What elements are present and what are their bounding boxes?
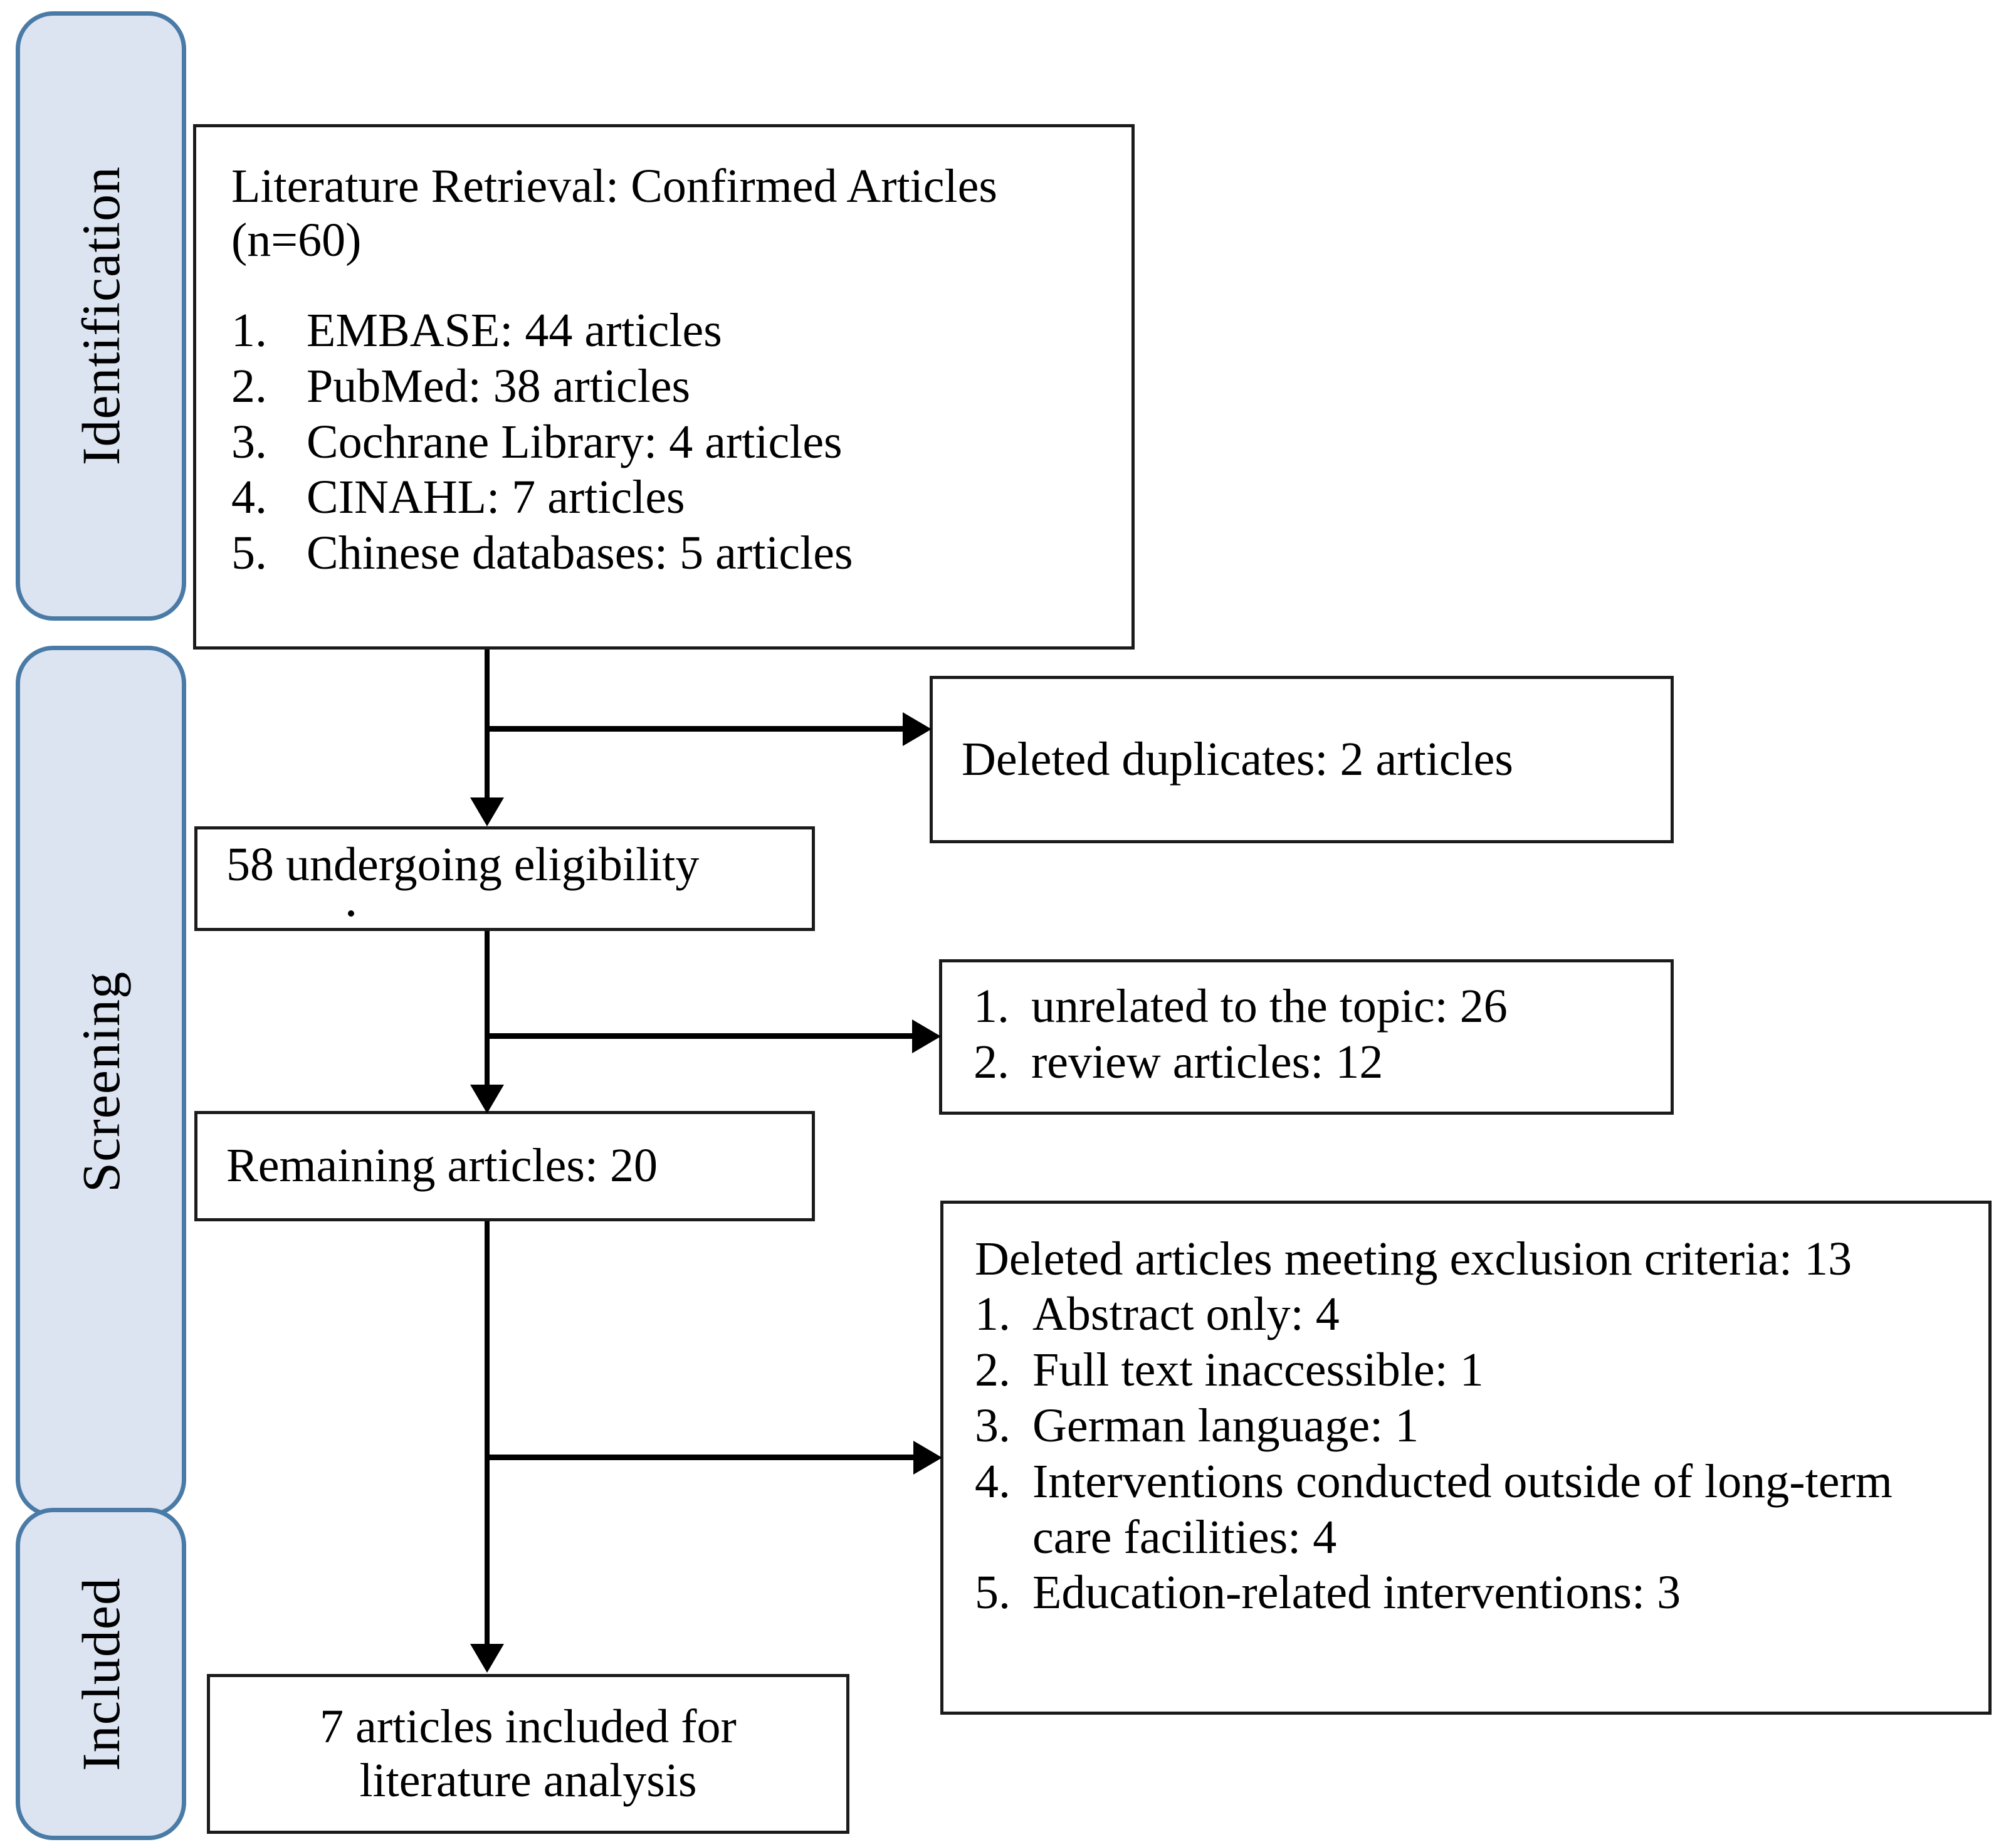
stage-label-screening: Screening — [71, 971, 131, 1192]
included-line2: literature analysis — [359, 1754, 697, 1807]
list-item-text: PubMed: 38 articles — [307, 359, 691, 413]
stage-pill-screening: Screening — [16, 646, 186, 1517]
box-included-articles: 7 articles included for literature analy… — [207, 1674, 849, 1834]
stray-period-mark — [348, 910, 354, 917]
box-exclusion-criteria: Deleted articles meeting exclusion crite… — [940, 1201, 1992, 1715]
connector-remaining-to-exclusion-criteria — [487, 1455, 921, 1460]
stage-pill-identification: Identification — [16, 11, 186, 621]
connector-identification-to-duplicates — [487, 726, 910, 732]
arrowhead-down-remaining — [470, 1085, 504, 1113]
stage-label-identification: Identification — [71, 166, 131, 466]
connector-identification-to-eligibility — [485, 650, 490, 800]
list-item-number: 1. — [231, 303, 267, 357]
eligibility-text: 58 undergoing eligibility — [226, 838, 700, 891]
included-line1: 7 articles included for — [320, 1700, 737, 1753]
list-item-number: 5. — [975, 1566, 1011, 1619]
list-item-text: Interventions conducted outside of long-… — [1032, 1455, 1893, 1564]
list-item-text: review articles: 12 — [1031, 1035, 1383, 1088]
arrowhead-down-eligibility — [470, 797, 504, 826]
arrowhead-down-included — [470, 1644, 504, 1673]
deleted-duplicates-text: Deleted duplicates: 2 articles — [962, 732, 1513, 786]
list-item-number: 3. — [975, 1399, 1011, 1452]
list-item: 4. CINAHL: 7 articles — [231, 470, 1096, 525]
identification-heading-line2: (n=60) — [231, 213, 362, 266]
identification-heading-line1: Literature Retrieval: Confirmed Articles — [231, 160, 997, 213]
list-item-text: German language: 1 — [1032, 1399, 1419, 1452]
list-item-text: Chinese databases: 5 articles — [307, 527, 853, 580]
box-identification: Literature Retrieval: Confirmed Articles… — [193, 124, 1135, 650]
list-item: 1. Abstract only: 4 — [975, 1287, 1970, 1342]
list-item: 3. Cochrane Library: 4 articles — [231, 414, 1096, 470]
box-remaining-articles: Remaining articles: 20 — [194, 1111, 815, 1221]
list-item: 3. German language: 1 — [975, 1398, 1970, 1454]
remaining-articles-text: Remaining articles: 20 — [226, 1139, 658, 1192]
arrowhead-right-exclusion-criteria — [913, 1441, 942, 1475]
list-item-number: 1. — [974, 980, 1009, 1033]
connector-eligibility-to-screening-exclusions — [487, 1033, 920, 1039]
box-eligibility: 58 undergoing eligibility — [194, 826, 815, 931]
list-item: 1. EMBASE: 44 articles — [231, 303, 1096, 359]
box-screening-exclusions: 1. unrelated to the topic: 26 2. review … — [939, 959, 1674, 1115]
list-item: 5. Chinese databases: 5 articles — [231, 525, 1096, 581]
list-item: 4. Interventions conducted outside of lo… — [975, 1454, 1970, 1565]
identification-spacer — [231, 268, 1096, 303]
list-item-number: 2. — [231, 359, 267, 413]
stage-label-included: Included — [71, 1577, 131, 1771]
list-item-number: 4. — [231, 471, 267, 524]
list-item: 5. Education-related interventions: 3 — [975, 1565, 1970, 1621]
list-item-number: 3. — [231, 415, 267, 468]
connector-eligibility-to-remaining — [485, 931, 490, 1088]
identification-source-list: 1. EMBASE: 44 articles 2. PubMed: 38 art… — [231, 303, 1096, 582]
stage-pill-included: Included — [16, 1508, 186, 1840]
exclusion-heading: Deleted articles meeting exclusion crite… — [975, 1233, 1852, 1285]
box-deleted-duplicates: Deleted duplicates: 2 articles — [930, 676, 1674, 843]
list-item-number: 2. — [974, 1035, 1009, 1088]
list-item-number: 2. — [975, 1343, 1011, 1396]
list-item-text: Full text inaccessible: 1 — [1032, 1343, 1484, 1396]
list-item: 1. unrelated to the topic: 26 — [974, 979, 1671, 1034]
list-item-text: Cochrane Library: 4 articles — [307, 415, 843, 468]
arrowhead-right-duplicates — [903, 712, 932, 746]
list-item: 2. review articles: 12 — [974, 1034, 1671, 1090]
list-item-text: Abstract only: 4 — [1032, 1287, 1340, 1340]
list-item-text: Education-related interventions: 3 — [1032, 1566, 1681, 1619]
list-item-text: unrelated to the topic: 26 — [1031, 980, 1508, 1033]
list-item-number: 5. — [231, 527, 267, 580]
list-item: 2. PubMed: 38 articles — [231, 359, 1096, 414]
list-item-number: 4. — [975, 1455, 1011, 1508]
connector-remaining-to-included — [485, 1221, 490, 1648]
list-item: 2. Full text inaccessible: 1 — [975, 1342, 1970, 1398]
list-item-number: 1. — [975, 1287, 1011, 1340]
list-item-text: CINAHL: 7 articles — [307, 471, 685, 524]
arrowhead-right-screening-exclusions — [912, 1019, 941, 1053]
list-item-text: EMBASE: 44 articles — [307, 303, 722, 357]
